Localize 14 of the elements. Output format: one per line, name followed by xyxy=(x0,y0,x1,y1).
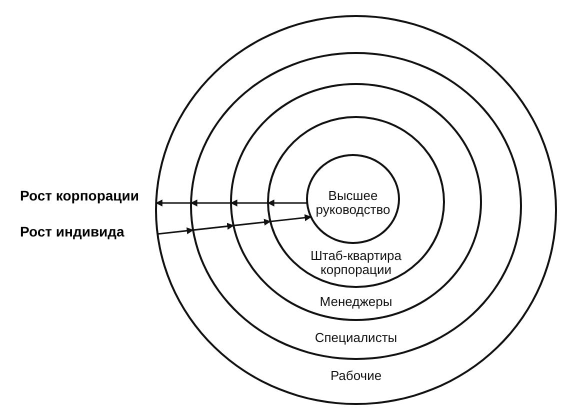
level-label: Менеджеры xyxy=(320,295,392,309)
level-label: Специалисты xyxy=(314,331,398,345)
circle xyxy=(155,15,557,405)
circle xyxy=(230,83,482,321)
edge-label: Рост индивида xyxy=(20,224,124,240)
level-label: Штаб-квартира корпорации xyxy=(309,249,403,277)
circle xyxy=(190,52,522,360)
edge-label: Рост корпорации xyxy=(20,188,139,204)
circle xyxy=(267,116,445,288)
arrow xyxy=(156,200,308,206)
level-label: Высшее руководство xyxy=(314,189,392,217)
level-label: Рабочие xyxy=(330,369,382,383)
circle xyxy=(306,154,400,244)
arrow xyxy=(157,214,312,235)
